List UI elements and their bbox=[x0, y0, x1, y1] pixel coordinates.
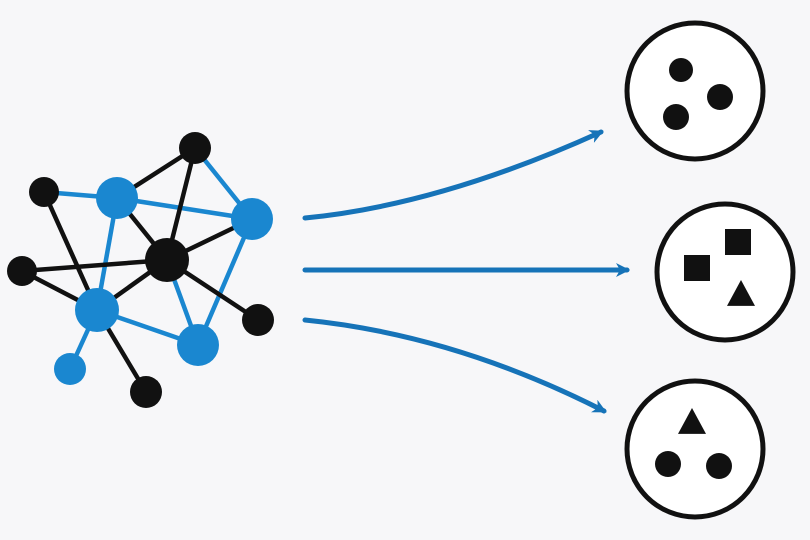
circle-icon bbox=[655, 451, 681, 477]
cluster-circles-ring bbox=[624, 20, 766, 162]
network-nodes bbox=[7, 132, 274, 408]
node-n9-blue bbox=[75, 288, 119, 332]
node-n2-black bbox=[179, 132, 211, 164]
node-n10-blue bbox=[177, 324, 219, 366]
circle-icon bbox=[669, 58, 693, 82]
node-n8-blue bbox=[231, 198, 273, 240]
cluster-triangle-circles bbox=[624, 378, 766, 520]
node-n5-black bbox=[130, 376, 162, 408]
edge-n3-n12 bbox=[19, 257, 170, 274]
node-n3-black bbox=[7, 256, 37, 286]
node-n4-black bbox=[242, 304, 274, 336]
arrows bbox=[302, 129, 630, 414]
edge-n8-n10 bbox=[195, 216, 255, 348]
edge-n7-n8 bbox=[114, 195, 255, 222]
arrow-bottom bbox=[302, 317, 607, 414]
triangle-icon bbox=[678, 408, 706, 434]
square-icon bbox=[725, 229, 751, 255]
network-edges bbox=[19, 145, 261, 395]
node-n1-black bbox=[29, 177, 59, 207]
circle-icon bbox=[707, 84, 733, 110]
circle-icon bbox=[706, 453, 732, 479]
node-n11-blue bbox=[54, 353, 86, 385]
node-n7-blue bbox=[96, 177, 138, 219]
node-n12-black bbox=[145, 238, 189, 282]
cluster-mixed bbox=[654, 201, 796, 343]
cluster-circles bbox=[624, 20, 766, 162]
square-icon bbox=[684, 255, 710, 281]
cluster-triangle-circles-ring bbox=[624, 378, 766, 520]
cluster-mixed-ring bbox=[654, 201, 796, 343]
arrow-top bbox=[302, 129, 604, 221]
clusters bbox=[624, 20, 796, 520]
circle-icon bbox=[663, 104, 689, 130]
triangle-icon bbox=[727, 280, 755, 306]
